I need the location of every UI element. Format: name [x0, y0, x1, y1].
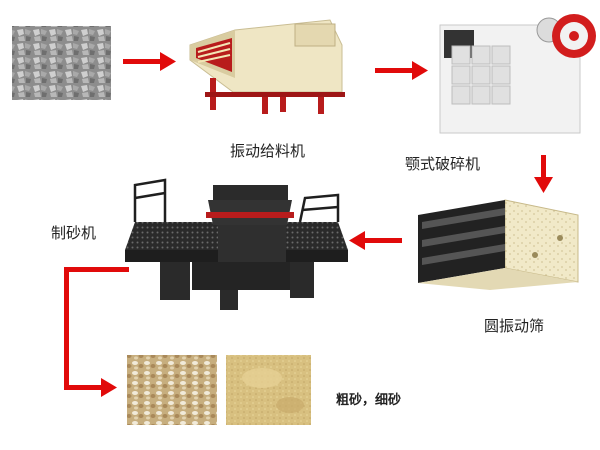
feeder-label: 振动给料机: [230, 142, 306, 160]
arrow-screen-to-sandmaker: [349, 231, 402, 250]
coarse-sand-photo: [127, 355, 217, 425]
arrow-stone-to-feeder: [123, 52, 176, 71]
jaw-crusher-label: 颚式破碎机: [405, 155, 481, 173]
raw-stone-photo: [12, 26, 111, 100]
output-label: 粗砂，细砂: [336, 393, 402, 408]
arrow-crusher-to-screen: [534, 155, 553, 193]
sand-maker-label: 制砂机: [51, 224, 97, 242]
sand-making-machine-image: [125, 178, 348, 310]
vibrating-screen-image: [418, 199, 579, 290]
jaw-crusher-image: [439, 14, 596, 134]
arrow-feeder-to-crusher: [375, 61, 428, 80]
fine-sand-photo: [226, 355, 311, 425]
arrow-sandmaker-to-output: [64, 267, 129, 397]
vibrating-feeder-image: [189, 19, 345, 114]
screen-label: 圆振动筛: [484, 317, 545, 335]
